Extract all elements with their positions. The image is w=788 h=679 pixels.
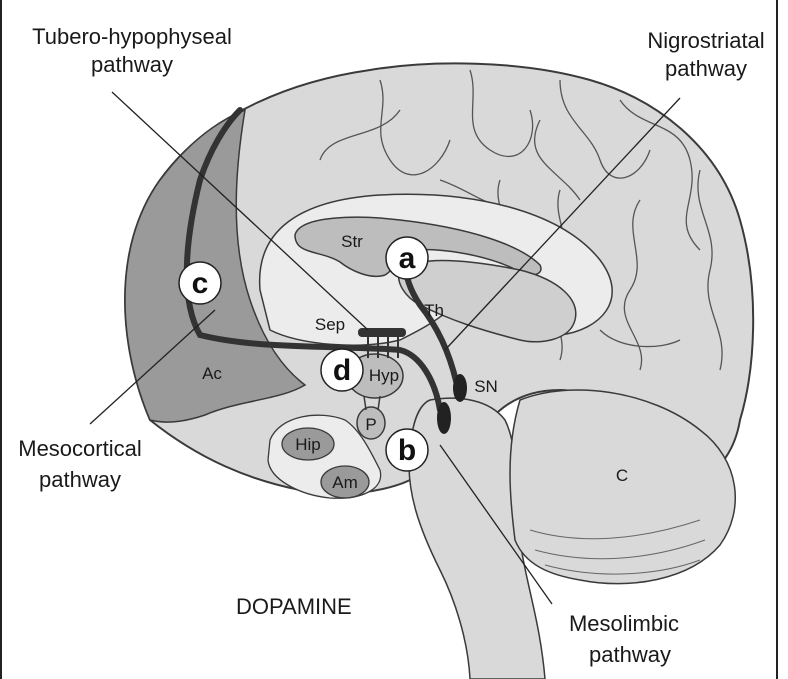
marker-c: c bbox=[179, 262, 221, 304]
marker-a-letter: a bbox=[399, 242, 416, 275]
marker-b-letter: b bbox=[398, 434, 416, 467]
mesocortical-label-line2: pathway bbox=[39, 467, 121, 492]
marker-a: a bbox=[386, 237, 428, 279]
amygdala-label: Am bbox=[332, 473, 358, 492]
septum-label: Sep bbox=[315, 315, 345, 334]
transmitter-label: DOPAMINE bbox=[236, 594, 352, 619]
median-eminence-bar bbox=[358, 328, 406, 337]
mesocortical-label-line1: Mesocortical bbox=[18, 436, 141, 461]
thalamus-label: Th bbox=[424, 301, 444, 320]
striatum-label: Str bbox=[341, 232, 363, 251]
hypothalamus-label: Hyp bbox=[369, 366, 399, 385]
marker-d: d bbox=[321, 349, 363, 391]
pituitary-label: P bbox=[365, 415, 376, 434]
vta-node bbox=[437, 402, 451, 434]
mesolimbic-label-line1: Mesolimbic bbox=[569, 611, 679, 636]
marker-b: b bbox=[386, 429, 428, 471]
substantia-nigra-label: SN bbox=[474, 377, 498, 396]
tubero-label-line2: pathway bbox=[91, 52, 173, 77]
substantia-nigra-node bbox=[453, 374, 467, 402]
marker-c-letter: c bbox=[192, 267, 209, 300]
accumbens-label: Ac bbox=[202, 364, 222, 383]
marker-d-letter: d bbox=[333, 354, 351, 387]
tubero-label-line1: Tubero-hypophyseal bbox=[32, 24, 232, 49]
nigrostriatal-label-line2: pathway bbox=[665, 56, 747, 81]
cerebellum-label: C bbox=[616, 466, 628, 485]
hippocampus-label: Hip bbox=[295, 435, 321, 454]
mesolimbic-label-line2: pathway bbox=[589, 642, 671, 667]
nigrostriatal-label-line1: Nigrostriatal bbox=[647, 28, 764, 53]
